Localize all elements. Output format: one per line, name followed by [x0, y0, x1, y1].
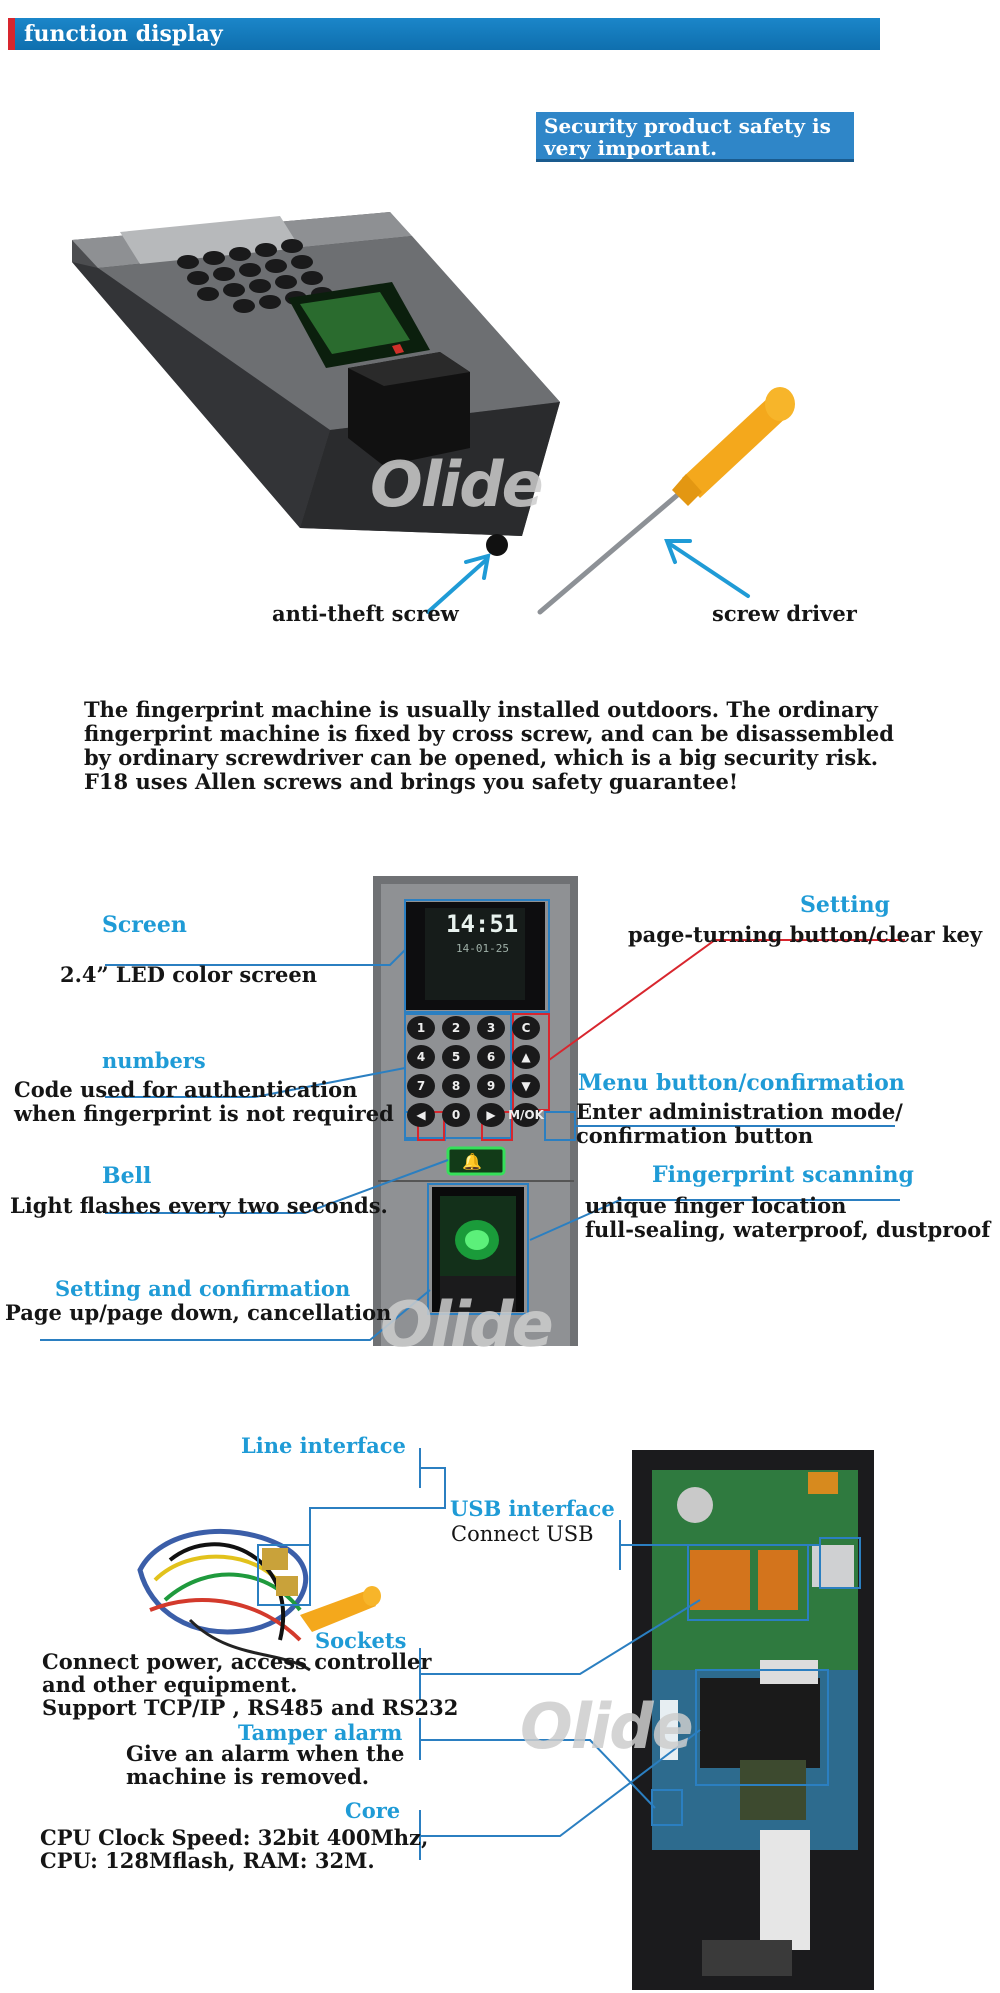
label-fingerprint-scanning: Fingerprint scanning	[652, 1162, 914, 1188]
usb-desc: Connect USB	[451, 1522, 594, 1546]
circuit-board-photo	[632, 1450, 874, 1990]
label-screw-driver: screw driver	[712, 601, 857, 626]
lcd-time: 14:51	[446, 910, 519, 938]
keypad-key: ▼	[512, 1074, 540, 1098]
keypad-key: C	[512, 1016, 540, 1040]
label-menu-button: Menu button/confirmation	[578, 1070, 905, 1096]
label-usb-interface: USB interface	[450, 1496, 615, 1521]
safety-callout: Security product safety is very importan…	[536, 112, 854, 162]
keypad-key: 5	[442, 1045, 470, 1069]
watermark-logo: Olide	[380, 1288, 554, 1361]
header-accent-tag	[8, 18, 15, 50]
label-numbers: numbers	[102, 1048, 206, 1073]
keypad-key: ▲	[512, 1045, 540, 1069]
cable-bundle-photo	[137, 1528, 381, 1672]
keypad-key: 2	[442, 1016, 470, 1040]
setting-desc: page-turning button/clear key	[628, 922, 983, 947]
watermark-logo: Olide	[370, 448, 544, 521]
keypad-key: 1	[407, 1016, 435, 1040]
keypad-key: 8	[442, 1074, 470, 1098]
screwdriver-photo	[537, 387, 795, 615]
label-tamper-alarm: Tamper alarm	[238, 1720, 403, 1745]
keypad-key: 0	[442, 1103, 470, 1127]
menu-desc: Enter administration mode/confirmation b…	[576, 1099, 903, 1148]
keypad-key: M/OK	[508, 1103, 544, 1127]
security-paragraph: The fingerprint machine is usually insta…	[84, 697, 894, 794]
keypad-key: ▶	[477, 1103, 505, 1127]
keypad-key: 6	[477, 1045, 505, 1069]
label-bell: Bell	[102, 1163, 152, 1189]
watermark-logo: Olide	[520, 1690, 694, 1763]
keypad-key: 7	[407, 1074, 435, 1098]
keypad-key: 3	[477, 1016, 505, 1040]
setting-confirmation-desc: Page up/page down, cancellation	[5, 1300, 392, 1325]
keypad-key: ◀	[407, 1103, 435, 1127]
label-setting-confirmation: Setting and confirmation	[55, 1276, 351, 1301]
label-sockets: Sockets	[315, 1628, 407, 1653]
label-setting: Setting	[800, 892, 890, 918]
bell-icon: 🔔	[462, 1152, 482, 1171]
core-desc: CPU Clock Speed: 32bit 400Mhz,CPU: 128Mf…	[40, 1825, 429, 1873]
keypad-key: 9	[477, 1074, 505, 1098]
header-bar	[10, 18, 880, 50]
anti-theft-screw	[486, 534, 508, 556]
keypad-key: 4	[407, 1045, 435, 1069]
header-title: function display	[24, 21, 223, 47]
label-core: Core	[345, 1798, 401, 1823]
bell-desc: Light flashes every two seconds.	[10, 1193, 388, 1218]
lcd-date: 14-01-25	[456, 942, 509, 955]
label-screen: Screen	[102, 912, 187, 938]
label-line-interface: Line interface	[241, 1433, 406, 1458]
screen-desc: 2.4” LED color screen	[60, 962, 318, 987]
device-angled-photo	[72, 212, 560, 536]
label-anti-theft-screw: anti-theft screw	[272, 601, 459, 626]
